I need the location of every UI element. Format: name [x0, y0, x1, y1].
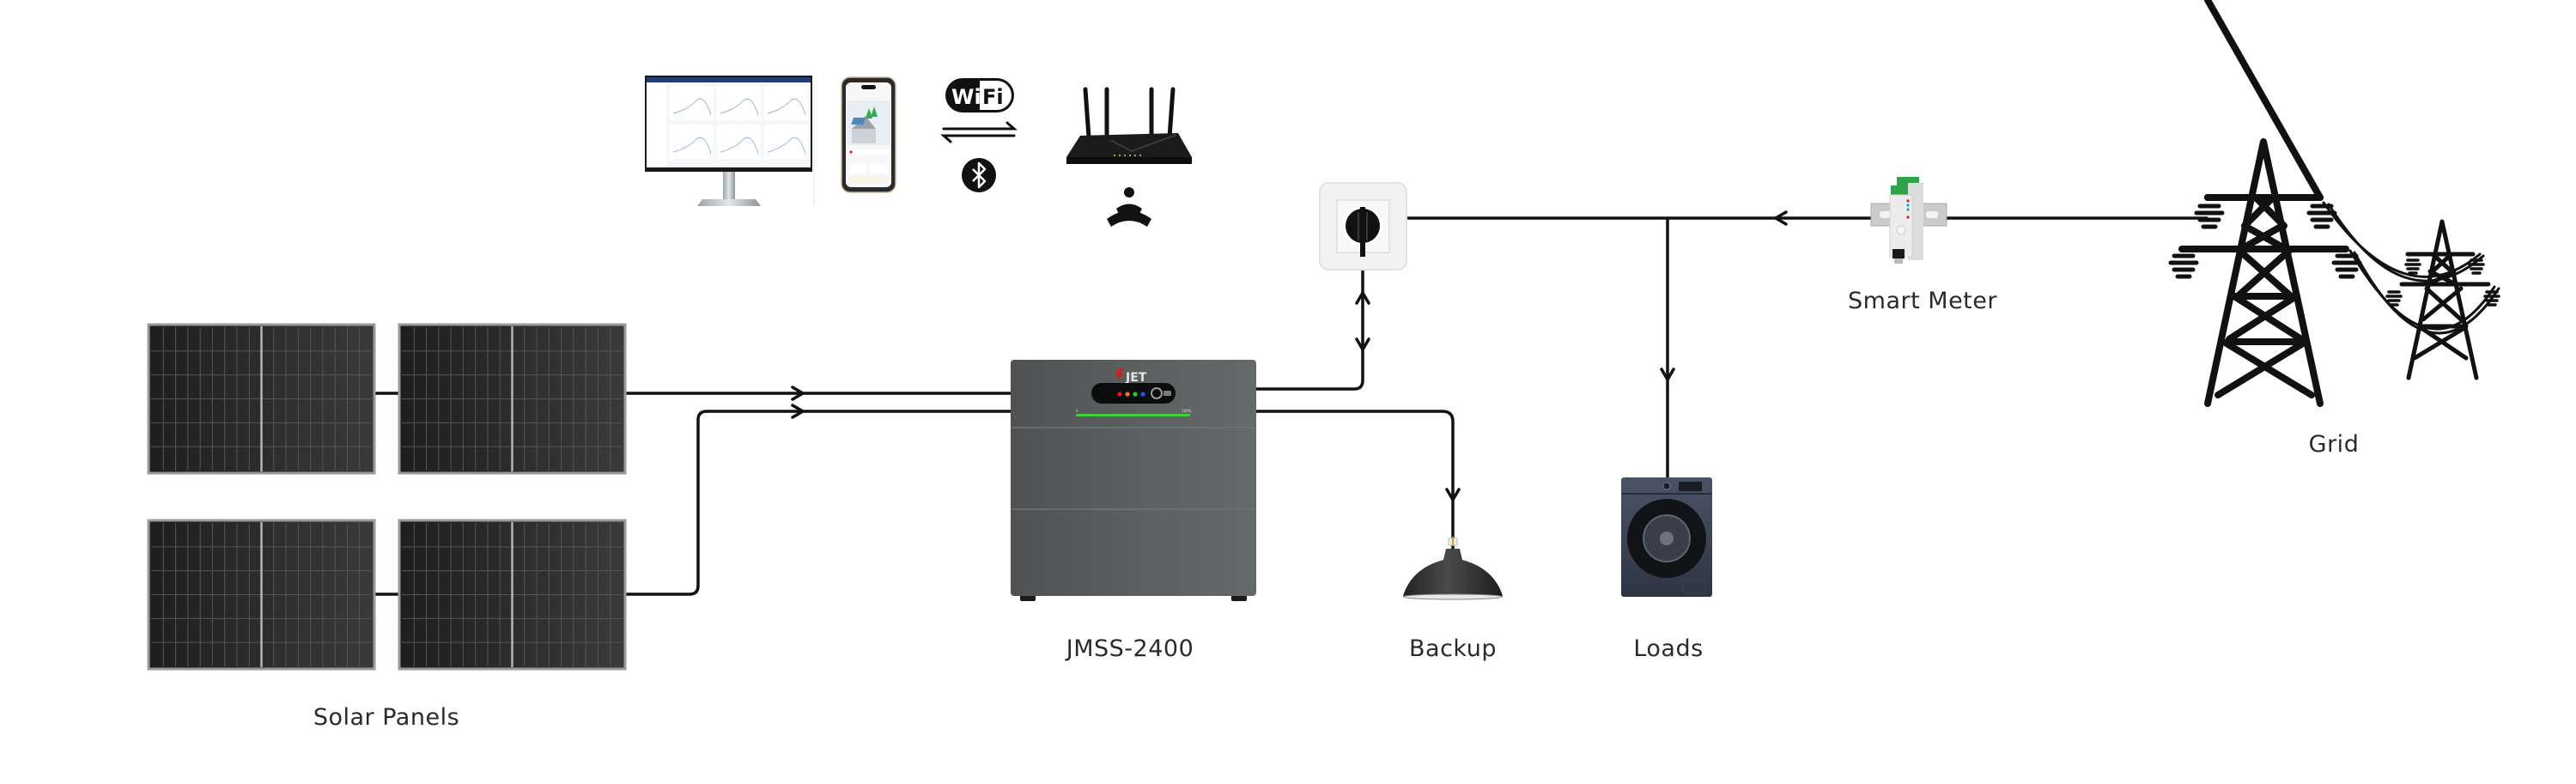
- smart-meter-device: [1870, 177, 1947, 264]
- brand-logo-text: JET: [1125, 371, 1147, 385]
- wifi-badge-right: Fi: [982, 85, 1004, 109]
- backup-label: Backup: [1409, 635, 1497, 662]
- dashboard-card: [764, 125, 808, 159]
- transmission-tower-large: [2178, 0, 2349, 407]
- battery-body: [1011, 360, 1256, 596]
- led-fault: [1117, 392, 1122, 397]
- exchange-arrows-icon: [940, 121, 1018, 143]
- dashboard-sparkline: [720, 98, 759, 116]
- soc-bar: [1076, 414, 1190, 416]
- dashboard-card: [764, 86, 808, 120]
- status-leds: [1117, 392, 1145, 397]
- solar-panel: [398, 519, 627, 671]
- arrow-down-icon: [1355, 337, 1370, 351]
- monitor-dashboard: [645, 76, 815, 206]
- dashboard-sparkline: [720, 137, 759, 155]
- wire-battery-socket: [1255, 247, 1364, 391]
- arrow-right-icon: [791, 404, 805, 419]
- dashboard-sparkline: [767, 137, 806, 155]
- brand-logo: JET: [1115, 369, 1147, 385]
- dashboard-sparkline: [672, 137, 712, 155]
- washing-machine: [1621, 477, 1712, 597]
- backup-lamp: [1402, 537, 1504, 600]
- led-charge: [1125, 392, 1130, 397]
- solar-panels-label: Solar Panels: [313, 704, 460, 731]
- dashboard-card: [717, 125, 761, 159]
- flow-arrows: [791, 210, 1788, 501]
- arrow-down-icon: [1660, 368, 1675, 381]
- wifi-signal-icon: [1107, 187, 1151, 227]
- insulators: [2168, 204, 2362, 279]
- arrow-down-icon: [1445, 488, 1461, 501]
- bluetooth-icon: [962, 158, 996, 192]
- battery-label: JMSS-2400: [1066, 635, 1194, 662]
- soc-scale-end: 100%: [1182, 409, 1192, 413]
- wire-solar-string-2: [623, 410, 1012, 596]
- button-caption: [1163, 391, 1171, 396]
- smart-meter-label: Smart Meter: [1848, 288, 1997, 314]
- arrow-left-icon: [1774, 210, 1788, 226]
- arrow-up-icon: [1355, 291, 1370, 305]
- soc-scale-start: 0: [1076, 409, 1078, 413]
- led-wifi: [1140, 392, 1145, 397]
- loads-label: Loads: [1633, 635, 1704, 662]
- transmission-tower-small: [2399, 219, 2491, 380]
- led-standby: [1133, 392, 1138, 397]
- dashboard-sparkline: [672, 98, 712, 116]
- dashboard-card: [670, 125, 714, 159]
- wire-battery-backup: [1255, 410, 1455, 551]
- dashboard-cards: [670, 86, 808, 159]
- wall-socket: [1319, 182, 1407, 270]
- dashboard-card: [670, 86, 714, 120]
- solar-panel: [147, 323, 376, 475]
- grid-towers: [2168, 0, 2500, 407]
- solar-panel: [147, 519, 376, 671]
- battery-unit: JET 0 100%: [1011, 360, 1256, 601]
- plug-cable: [1360, 207, 1365, 257]
- solar-panel-array: [147, 323, 627, 671]
- wifi-badge-left: Wi: [951, 85, 981, 109]
- power-button-icon[interactable]: [1151, 387, 1163, 399]
- dashboard-card: [717, 86, 761, 120]
- dashboard-sparkline: [767, 98, 806, 116]
- wifi-router: [1066, 87, 1192, 164]
- solar-panel: [398, 323, 627, 475]
- wifi-badge-icon: Wi Fi: [945, 78, 1014, 112]
- wires: [374, 216, 2208, 596]
- grid-label: Grid: [2308, 431, 2360, 458]
- arrow-right-icon: [791, 386, 805, 401]
- smartphone-app: [841, 76, 896, 193]
